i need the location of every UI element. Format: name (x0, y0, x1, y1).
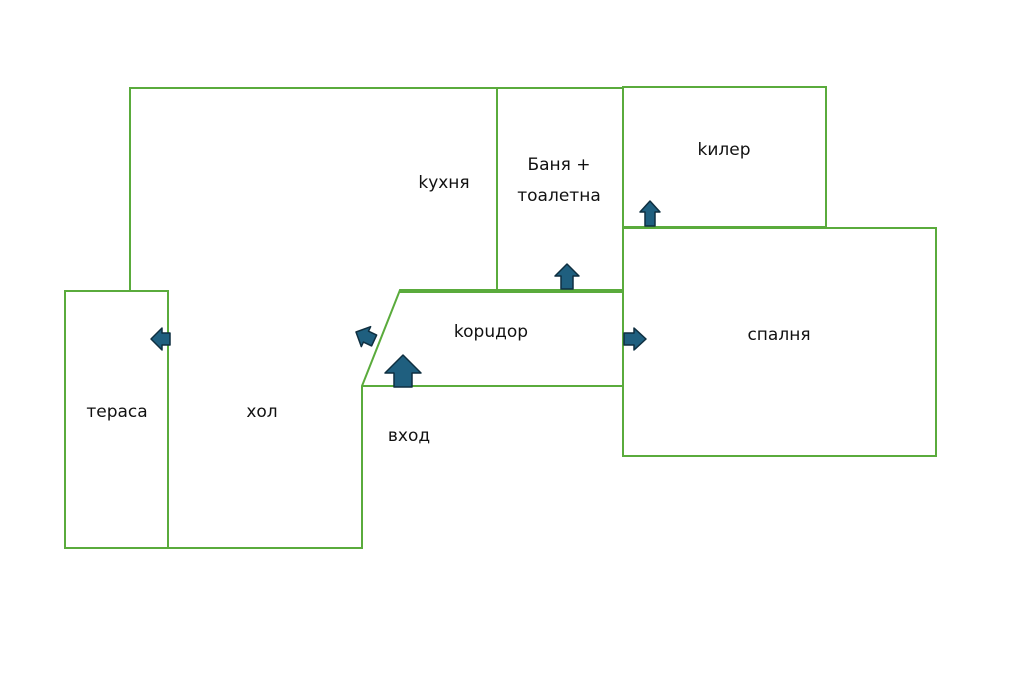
label-pantry: kилер (697, 140, 750, 160)
label-entrance: вход (388, 426, 430, 446)
arrow-to-bathroom (554, 263, 580, 290)
wall-terrace (64, 290, 169, 549)
walls (64, 86, 937, 549)
label-bedroom: спалня (747, 325, 810, 345)
label-bathroom-line1: Баня + (527, 155, 590, 175)
arrow-to-bedroom (623, 327, 647, 351)
arrow-to-living-room (355, 325, 378, 348)
wall-living-kitchen (129, 87, 498, 549)
wall-corridor (362, 291, 624, 387)
arrow-to-pantry (639, 200, 661, 227)
arrows (150, 200, 661, 388)
arrow-entrance (384, 354, 422, 388)
label-bathroom-line2: тоалетна (517, 186, 600, 206)
label-terrace: тераса (86, 402, 147, 422)
label-kitchen: kухня (418, 173, 469, 193)
label-corridor: kopuдop (454, 322, 528, 342)
label-living-room: хол (246, 402, 277, 422)
arrow-to-terrace (150, 327, 171, 351)
